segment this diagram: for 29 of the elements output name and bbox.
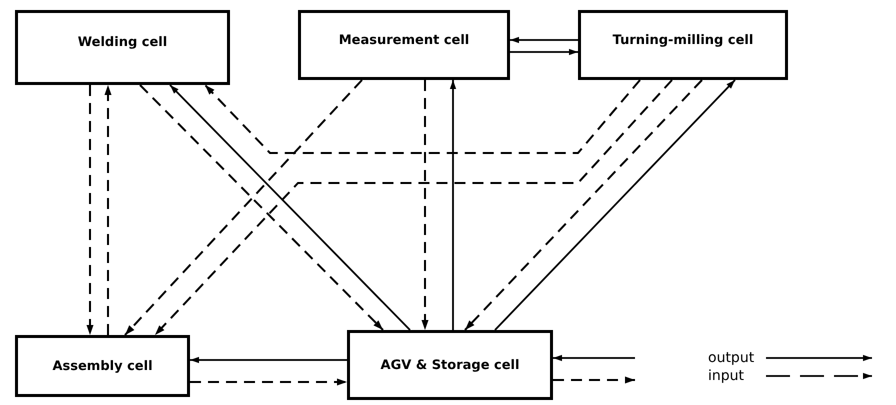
arrow xyxy=(510,48,578,56)
arrow xyxy=(169,84,411,331)
arrow xyxy=(86,85,94,335)
arrow xyxy=(422,80,428,330)
cell-box xyxy=(298,10,510,80)
arrow xyxy=(494,79,736,331)
arrow xyxy=(190,378,347,386)
arrow xyxy=(464,79,703,331)
cell-box xyxy=(15,10,230,85)
arrow xyxy=(190,356,347,364)
arrow xyxy=(124,79,363,336)
arrow xyxy=(553,376,635,384)
cell-label: AGV & Storage cell xyxy=(380,358,520,372)
cell-box xyxy=(347,330,553,400)
cell-box xyxy=(15,335,190,397)
cell-label: Measurement cell xyxy=(338,32,470,48)
cell-label: Turning-milling cell xyxy=(612,32,754,48)
arrow xyxy=(553,354,635,362)
legend-label: input xyxy=(708,368,746,384)
cell-label: Assembly cell xyxy=(52,358,153,374)
arrow xyxy=(450,80,456,330)
legend-label: output xyxy=(708,350,754,366)
arrow xyxy=(510,36,578,44)
arrow xyxy=(139,84,384,331)
cell-box xyxy=(578,10,788,80)
arrow xyxy=(154,79,673,336)
arrow xyxy=(204,79,641,154)
cell-label: Welding cell xyxy=(78,35,168,50)
arrow xyxy=(104,85,112,335)
